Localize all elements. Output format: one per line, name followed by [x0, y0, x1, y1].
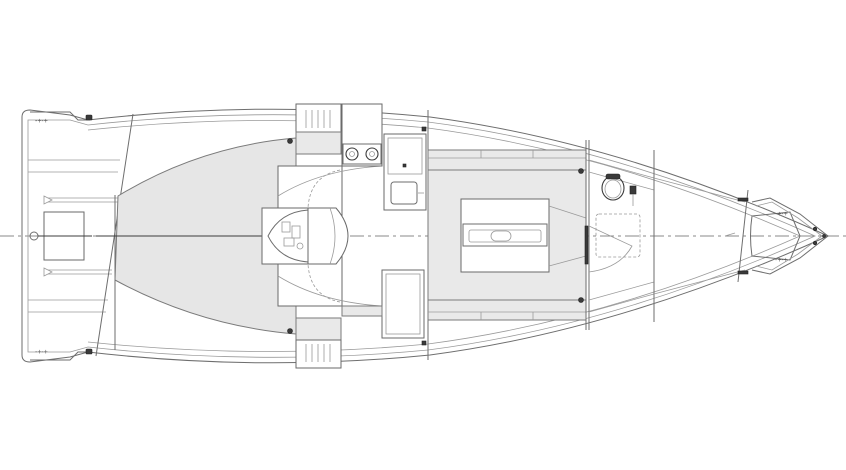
sheet-block-icon	[43, 267, 53, 277]
burner-icon	[365, 147, 379, 161]
cleat-icon	[85, 348, 93, 355]
cockpit-lockers	[287, 103, 342, 369]
stern-rail	[30, 111, 90, 121]
companionway	[261, 165, 383, 307]
svg-text:-+-+: -+-+	[35, 118, 48, 125]
winch-icon	[287, 138, 293, 144]
stove	[342, 143, 382, 165]
svg-text:-+-+: -+-+	[35, 349, 48, 356]
engine-box	[261, 207, 315, 265]
shower-tray	[595, 213, 641, 258]
saloon-table	[460, 198, 550, 273]
door-icon	[584, 225, 589, 265]
cleat-icon	[737, 270, 749, 275]
bow-fitting-icon	[812, 240, 818, 246]
mast-step-icon	[490, 230, 512, 242]
hatch-swing	[307, 169, 341, 303]
settee-bottom	[427, 299, 587, 321]
stern-rail	[30, 351, 90, 361]
bow-area: -+-+ -+-+	[737, 197, 829, 275]
table-leaf	[462, 223, 548, 247]
cleat-icon	[737, 197, 749, 202]
pump-icon	[629, 185, 637, 195]
settee-top	[427, 149, 587, 171]
bow-pulpit	[751, 197, 829, 275]
companionway-steps	[307, 207, 349, 265]
winch-icon	[421, 340, 427, 346]
door-swing	[588, 225, 633, 273]
anchor-locker-hatch	[750, 211, 801, 261]
winch-icon	[287, 328, 293, 334]
svg-text:-+-+: -+-+	[775, 257, 788, 264]
transom-deck: -+-+ -+-+	[21, 111, 120, 361]
sheet-block-icon	[43, 195, 53, 205]
nav-station	[341, 269, 425, 339]
shroud-chainplate-icon	[578, 168, 584, 174]
forestay-icon	[822, 234, 826, 238]
anchor-locker-bulkhead	[737, 189, 749, 283]
forepeak	[653, 177, 749, 295]
bow-fitting-icon	[812, 226, 818, 232]
svg-text:-+-+: -+-+	[775, 211, 788, 218]
head-compartment	[588, 150, 655, 322]
cleat-icon	[85, 114, 93, 121]
shroud-chainplate-icon	[578, 297, 584, 303]
saloon	[427, 149, 587, 321]
drain-icon	[402, 163, 407, 168]
sink-icon	[390, 181, 418, 205]
burner-icon	[345, 147, 359, 161]
winch-icon	[421, 126, 427, 132]
